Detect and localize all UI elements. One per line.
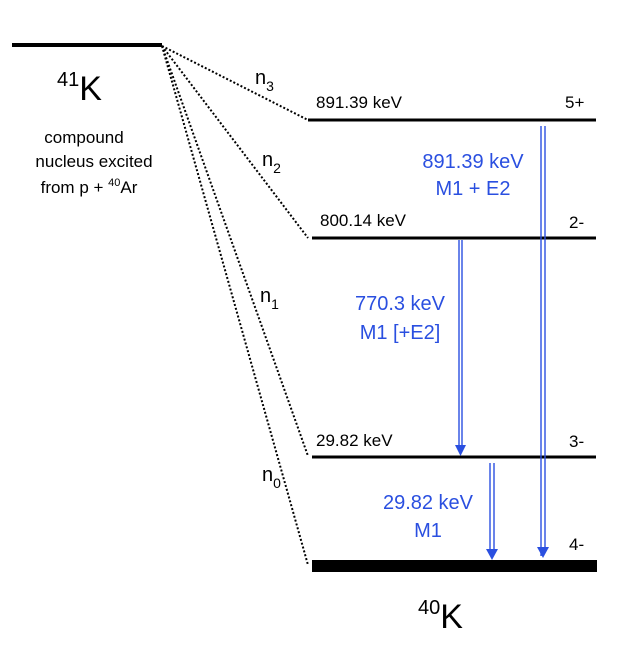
neutron-label-n3: n3 — [255, 67, 274, 94]
neutron-path-n3 — [161, 45, 309, 121]
transition-arrow-770 — [455, 240, 466, 456]
compound-desc-line3: from p + 40Ar — [41, 177, 138, 197]
transition-energy-29: 29.82 keV — [383, 492, 474, 514]
level-spin-29: 3- — [569, 432, 584, 451]
product-nucleus-label: 40K — [418, 597, 463, 636]
compound-desc-line3-mass: 40 — [108, 177, 120, 189]
level-energy-29: 29.82 keV — [316, 431, 393, 450]
neutron-path-n1 — [161, 45, 309, 457]
level-energy-800: 800.14 keV — [320, 211, 407, 230]
neutron-path-n2 — [161, 45, 309, 239]
compound-desc-line3-symbol: Ar — [120, 178, 137, 197]
level-energy-891: 891.39 keV — [316, 93, 403, 112]
transition-energy-891: 891.39 keV — [422, 151, 524, 173]
transition-energy-770: 770.3 keV — [355, 293, 446, 315]
transition-type-29: M1 — [414, 520, 442, 542]
compound-desc-line3-prefix: from p + — [41, 178, 109, 197]
product-mass-number: 40 — [418, 597, 440, 619]
compound-desc-line1: compound — [44, 128, 123, 147]
transition-arrow-891 — [537, 126, 549, 558]
level-spin-800: 2- — [569, 213, 584, 232]
product-symbol: K — [440, 598, 463, 636]
level-spin-ground: 4- — [569, 535, 584, 554]
neutron-label-n1: n1 — [260, 285, 279, 312]
neutron-label-n0: n0 — [262, 464, 281, 491]
compound-nucleus-label: 41K — [57, 69, 102, 108]
level-spin-891: 5+ — [565, 93, 584, 112]
transition-type-770: M1 [+E2] — [360, 322, 441, 344]
neutron-label-n2: n2 — [262, 149, 281, 176]
neutron-path-n0 — [161, 45, 309, 566]
compound-symbol: K — [79, 70, 102, 108]
transition-type-891: M1 + E2 — [435, 178, 510, 200]
transition-arrow-29 — [486, 463, 498, 560]
compound-mass-number: 41 — [57, 69, 79, 91]
compound-desc-line2: nucleus excited — [35, 152, 152, 171]
